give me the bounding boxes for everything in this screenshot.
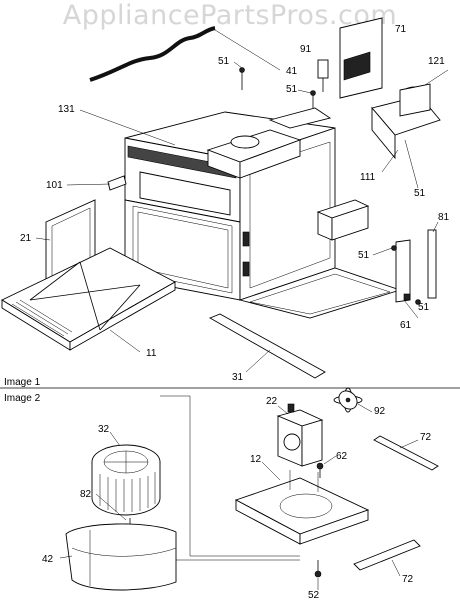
label-22: 22 — [266, 396, 278, 407]
label-91: 91 — [300, 44, 312, 55]
power-cord — [89, 26, 216, 82]
label-81: 81 — [438, 212, 450, 223]
label-52: 52 — [308, 590, 320, 600]
bracket-101 — [107, 175, 127, 191]
watermark: AppliancePartsPros.com — [62, 0, 398, 31]
label-121: 121 — [428, 56, 445, 67]
screw-51d — [391, 245, 397, 251]
screw-51b — [310, 90, 316, 108]
label-51a: 51 — [218, 56, 230, 67]
label-82: 82 — [80, 489, 92, 500]
label-62: 62 — [336, 451, 348, 462]
fan-blade-92 — [333, 387, 363, 413]
blower-wheel — [91, 462, 161, 516]
door-hinge-top — [242, 231, 250, 247]
screw-62 — [316, 462, 324, 478]
label-72b: 72 — [402, 574, 414, 585]
strip-72a — [373, 435, 439, 471]
label-41: 41 — [286, 66, 298, 77]
label-72a: 72 — [420, 432, 432, 443]
trim-strip-31 — [208, 313, 326, 379]
label-21: 21 — [20, 233, 32, 244]
screw-52 — [314, 560, 322, 578]
screw-51a — [239, 67, 245, 90]
label-12: 12 — [250, 454, 262, 465]
section-label-image-2: Image 2 — [4, 393, 41, 404]
label-101: 101 — [46, 180, 63, 191]
label-61: 61 — [400, 320, 412, 331]
screw-51e — [415, 299, 421, 305]
label-92: 92 — [374, 406, 386, 417]
label-111: 111 — [360, 172, 376, 183]
label-71: 71 — [395, 24, 407, 35]
section-label-image-1: Image 1 — [4, 377, 41, 388]
label-51c: 51 — [414, 188, 426, 199]
label-32: 32 — [98, 424, 110, 435]
control-display-strip — [127, 145, 237, 179]
label-11: 11 — [146, 348, 157, 359]
strip-72b — [353, 539, 421, 571]
label-51d: 51 — [358, 250, 370, 261]
label-131: 131 — [58, 104, 75, 115]
label-51e: 51 — [418, 302, 430, 313]
blower-housing — [65, 523, 177, 591]
label-42: 42 — [42, 554, 54, 565]
label-31: 31 — [232, 372, 244, 383]
label-51b: 51 — [286, 84, 298, 95]
switch-91 — [317, 59, 329, 92]
bracket-61 — [395, 239, 411, 303]
door-hinge-bottom — [242, 261, 250, 277]
strip-81 — [427, 229, 437, 299]
